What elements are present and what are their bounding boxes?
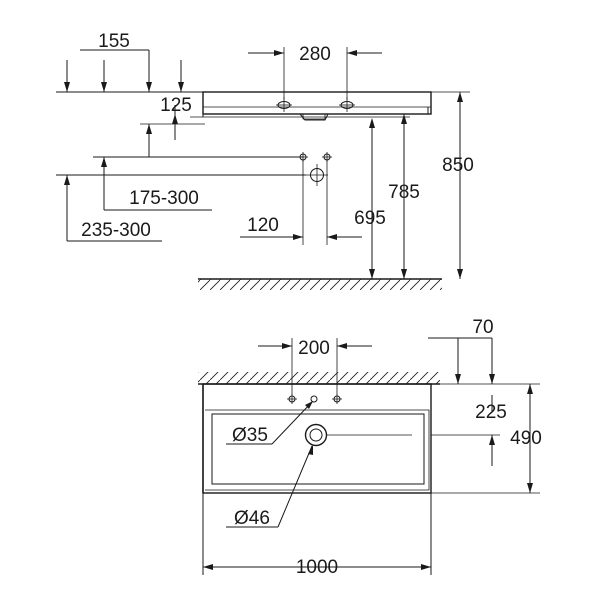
dim-200-label: 200 [298, 338, 330, 359]
drain-outlet [304, 423, 412, 447]
dim-70-label: 70 [472, 317, 493, 338]
dimension-175-300: 175-300 [93, 156, 303, 211]
dimension-695: 695 [354, 118, 386, 279]
dim-175-300-label: 175-300 [129, 188, 199, 209]
dimension-785: 785 [388, 114, 420, 279]
floor-line [198, 278, 442, 290]
tap-holes [287, 394, 342, 404]
basin-side-profile [190, 91, 432, 121]
dimension-280: 280 [248, 44, 382, 100]
dim-d46-label: Ø46 [234, 508, 270, 529]
dimension-850: 850 [431, 91, 474, 279]
dim-d35-label: Ø35 [232, 425, 268, 446]
dimension-125: 125 [140, 95, 205, 157]
dimension-235-300: 235-300 [56, 174, 306, 242]
leader-d35: Ø35 [226, 401, 313, 446]
dim-225-label: 225 [475, 402, 507, 423]
dim-120-label: 120 [247, 215, 279, 236]
dim-125-label: 125 [160, 95, 192, 116]
dimension-200: 200 [258, 338, 372, 395]
dimension-1000: 1000 [202, 493, 432, 578]
dimension-225: 225 [431, 383, 540, 466]
dim-155-label: 155 [98, 31, 130, 52]
dimension-70: 70 [428, 317, 495, 384]
dim-785-label: 785 [388, 182, 420, 203]
basin-top-outline [202, 383, 432, 494]
top-view: 70 200 225 490 [198, 317, 542, 578]
dim-1000-label: 1000 [296, 557, 338, 578]
dimension-120: 120 [240, 160, 362, 245]
wall-line [198, 372, 440, 385]
side-view: 155 280 125 175-300 [56, 31, 474, 290]
dimension-490: 490 [431, 384, 542, 494]
leader-d46: Ø46 [226, 445, 313, 529]
dim-490-label: 490 [510, 428, 542, 449]
dim-850-label: 850 [442, 155, 474, 176]
dim-235-300-label: 235-300 [81, 220, 151, 241]
dimension-155: 155 [56, 31, 203, 93]
dim-280-label: 280 [299, 44, 331, 65]
dim-695-label: 695 [354, 208, 386, 229]
